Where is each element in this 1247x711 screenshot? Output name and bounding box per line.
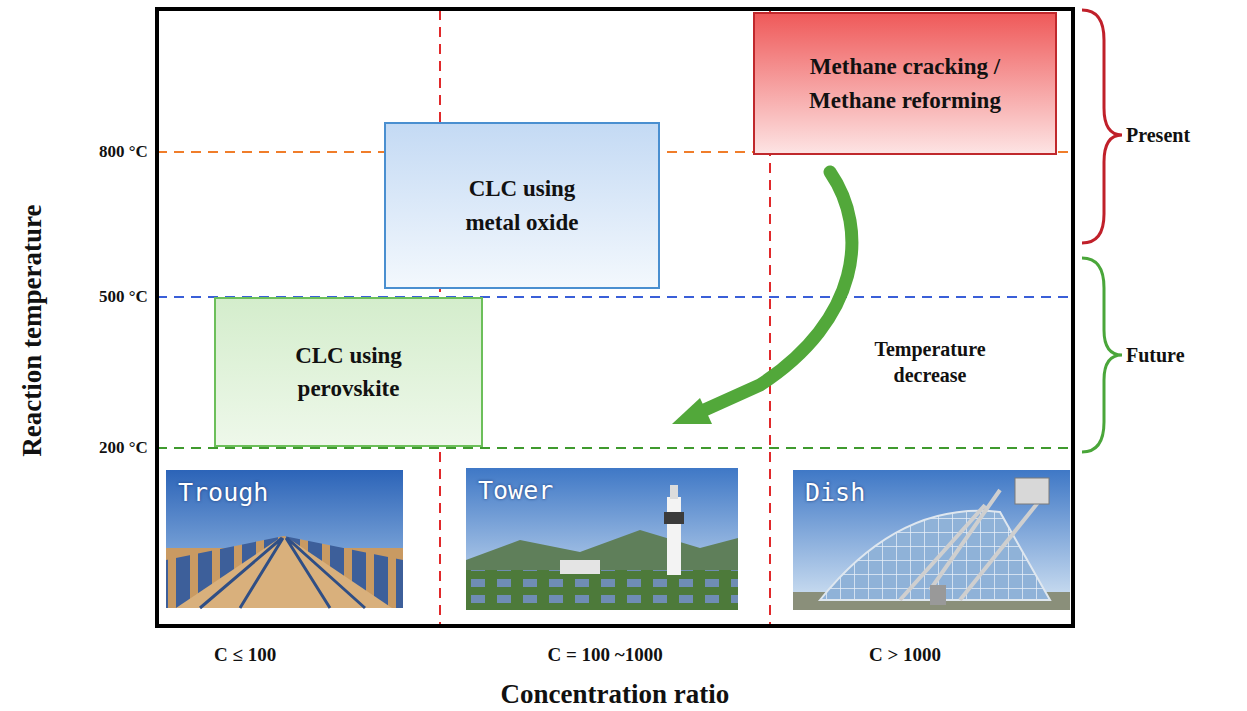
box-label: CLC using perovskite [270,339,426,406]
tower-photo [466,468,738,610]
methane-box: Methane cracking / Methane reforming [753,12,1057,155]
photo-label: Trough [166,470,268,507]
decrease-arrow [700,172,852,412]
axis-title: Reaction temperature [15,204,50,456]
ratio-label: C > 1000 [869,643,941,668]
metal-oxide-box: CLC using metal oxide [384,122,660,289]
plot-frame [157,9,1073,626]
perovskite-box: CLC using perovskite [214,297,483,447]
tick-label: 200 °C [99,437,148,459]
ratio-label: C ≤ 100 [214,643,276,668]
axis-title: Concentration ratio [501,677,730,711]
dish-photo [793,470,1070,610]
dish-panel: Dish [793,470,1070,610]
arrow-note: Temperature decrease [845,336,1015,388]
trough-panel: Trough [166,470,403,608]
box-label: Methane cracking / Methane reforming [773,50,1038,117]
200-line [157,447,1073,449]
box-label: CLC using metal oxide [444,172,600,239]
future-brace [1082,258,1122,452]
present-brace [1082,10,1122,243]
ratio-label: C = 100 ~1000 [548,643,663,668]
tick-label: 500 °C [99,286,148,308]
period-label: Present [1126,122,1190,148]
tick-label: 800 °C [99,141,148,163]
period-label: Future [1126,342,1185,368]
decrease-arrowhead [672,398,712,424]
trough-photo [166,470,403,608]
photo-label: Tower [466,468,553,505]
photo-label: Dish [793,470,865,507]
tower-panel: Tower [466,468,738,610]
